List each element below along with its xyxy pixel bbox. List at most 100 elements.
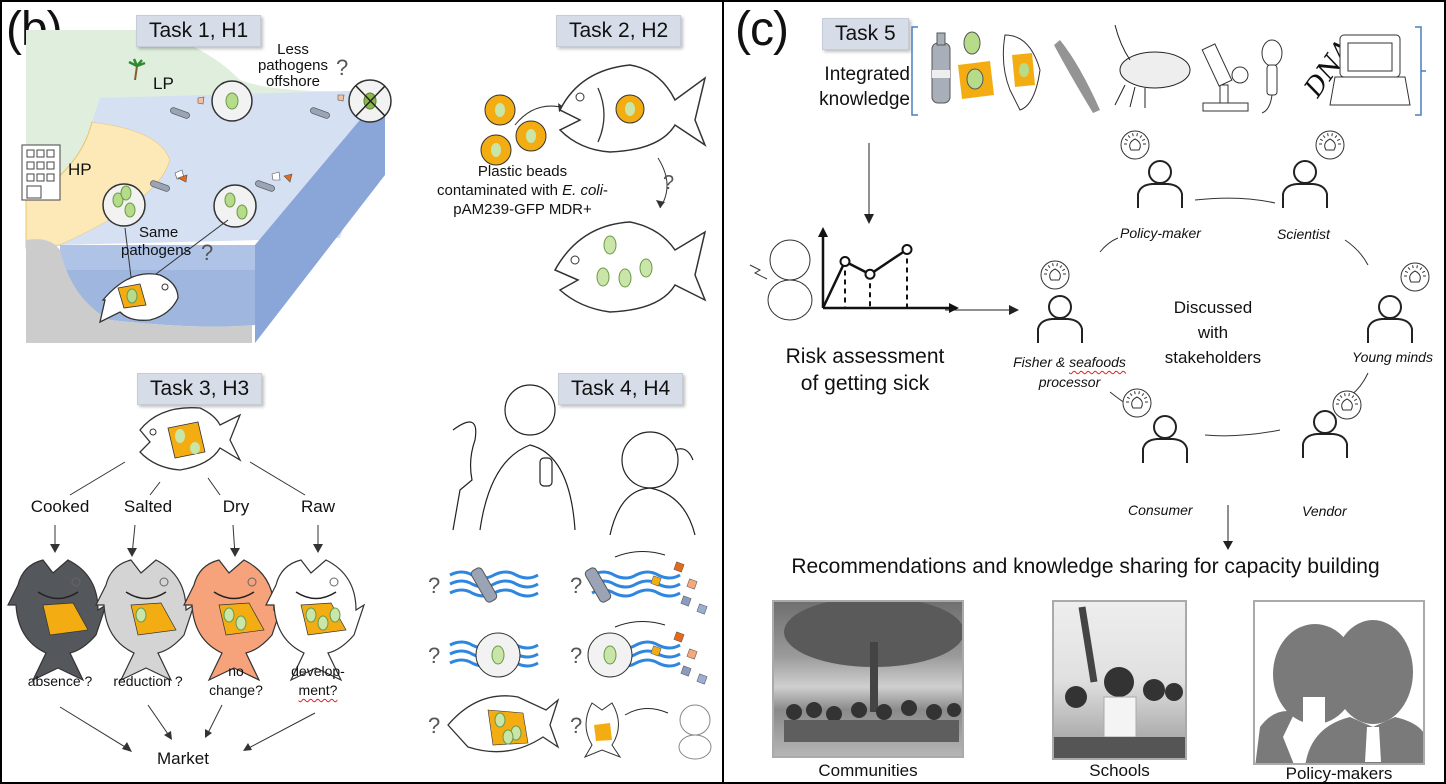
role-label-fisher: Fisher & seafoods processor: [1013, 354, 1126, 390]
role-label-vendor: Vendor: [1302, 503, 1347, 519]
bottle-icon: [931, 32, 951, 104]
task-3-title: Task 3, H3: [137, 373, 263, 405]
microphone-icon: [1261, 39, 1283, 114]
stakeholder-young-minds-icon: [1367, 262, 1430, 343]
contaminated-bead-icon: [480, 94, 547, 166]
microplastic-fragment: [650, 575, 662, 587]
role-label-policy-maker: Policy-maker: [1120, 225, 1201, 241]
risk-chart-point: [839, 256, 851, 267]
pathogen-circle-nearshore-left: [102, 183, 146, 227]
same-pathogens-arrows: [124, 219, 229, 281]
high-pollution-label: HP: [68, 160, 92, 179]
bracket-right: [1415, 26, 1426, 116]
hypothesis-waves-bottle-fragments: ?: [570, 551, 708, 615]
ingestion-arrow: [514, 105, 566, 126]
question-mark: ?: [428, 643, 440, 668]
fish-ingestion-illustration: [480, 64, 707, 313]
risk-chart-point: [901, 244, 913, 255]
communities-photo: [772, 600, 964, 758]
question-mark-transfer: ?: [663, 172, 675, 194]
bacteria-icon: [603, 645, 617, 665]
stakeholder-consumer-icon: [1122, 388, 1188, 463]
connector-vendor-consumer: [1204, 429, 1281, 437]
pathogen-circle-nearshore-top: [211, 80, 253, 122]
panel-c-flow-arrows: [864, 143, 1233, 550]
question-mark: ?: [570, 643, 582, 668]
integrated-knowledge-label: Integrated knowledge: [819, 64, 910, 110]
microplastic-fragment: [673, 631, 685, 643]
risk-assessment-caption: Risk assessment of getting sick: [785, 345, 945, 395]
question-mark-same-pathogens: ?: [201, 240, 214, 265]
sick-person-icon: [679, 704, 711, 736]
offshore-note: Less pathogens offshore: [257, 41, 329, 90]
pathogen-circle-offshore-crossed: [348, 79, 392, 123]
bacteria-icon: [491, 645, 505, 665]
question-mark: ?: [428, 573, 440, 598]
role-label-young-minds: Young minds: [1352, 349, 1433, 365]
microplastic-fragment: [680, 595, 692, 607]
fish-with-microplastic-icon: [99, 273, 179, 324]
processed-fish-dry: [183, 559, 284, 682]
laptop-icon: [1329, 34, 1411, 106]
microplastic-fragment: [686, 578, 698, 590]
plastic-bottle-icon: [150, 107, 330, 192]
fish-outline-top: [558, 64, 707, 153]
policy-makers-silhouette: [1253, 600, 1425, 765]
sea-side-face: [255, 90, 385, 343]
role-label-consumer: Consumer: [1128, 502, 1193, 518]
bottle-icon: [470, 567, 498, 603]
microplastic-fragments: [174, 94, 345, 183]
task-5-title: Task 5: [822, 18, 909, 50]
role-label-scientist: Scientist: [1277, 226, 1330, 242]
microplastic-fragment: [696, 673, 708, 685]
hypothesis-waves-bacteria: ?: [428, 632, 539, 678]
question-mark: ?: [570, 573, 582, 598]
hypothesis-waves-bacteria-fragments: ?: [570, 621, 708, 685]
pathogen-circle-midshore: [213, 184, 257, 228]
down-arrows: [54, 524, 319, 556]
audience-label-policy-makers: Policy-makers: [1285, 764, 1393, 783]
bacteria-icon: [135, 607, 147, 623]
task-2-caption: Plastic beads contaminated with E. coli-…: [437, 163, 608, 218]
recommendations-heading: Recommendations and knowledge sharing fo…: [791, 555, 1380, 578]
bacteria-icon: [235, 615, 247, 631]
panel-c-label: (c): [735, 3, 789, 56]
stakeholder-vendor-icon: [1302, 390, 1362, 458]
outcome-label-raw: develop-ment?: [291, 663, 345, 698]
interview-sketch-illustration: ??????: [428, 384, 712, 760]
stakeholder-fisher-icon: [1037, 260, 1083, 343]
hypothesis-waves-bottle: ?: [428, 567, 539, 603]
outcome-label-salted: reduction ?: [113, 673, 183, 689]
stakeholders-center-text: Discussed with stakeholders: [1164, 298, 1262, 367]
risk-assessment-illustration: [749, 227, 959, 321]
coastal-scene-illustration: [21, 30, 392, 343]
treatment-label-salted: Salted: [123, 497, 173, 516]
bacteria-icon: [223, 607, 235, 623]
fish-outline-infected: [553, 221, 707, 313]
stakeholder-scientist-icon: [1282, 130, 1345, 208]
processed-fish-raw: [265, 559, 366, 682]
treatment-label-cooked: Cooked: [30, 497, 90, 516]
microscope-icon: [1201, 43, 1249, 112]
risk-chart-point: [864, 268, 876, 280]
risk-chart-line: [821, 248, 908, 309]
knowledge-icons-strip: DNA: [911, 24, 1426, 116]
bracket-left: [911, 26, 918, 116]
risk-chart-icon: [818, 227, 959, 313]
stakeholder-policy-maker-icon: [1120, 130, 1183, 208]
audience-label-communities: Communities: [818, 761, 918, 780]
outcome-label-cooked: absence ?: [27, 673, 93, 689]
microplastic-fragment: [686, 648, 698, 660]
fish-icon: [1002, 34, 1041, 111]
task-1-title: Task 1, H1: [136, 15, 262, 47]
audience-label-schools: Schools: [1089, 761, 1150, 780]
question-mark: ?: [570, 713, 582, 738]
low-pollution-label: LP: [153, 74, 174, 93]
same-pathogens-line1: Same: [139, 224, 179, 241]
palm-tree-icon: [128, 58, 146, 81]
market-arrows: [59, 704, 316, 751]
task-2-title: Task 2, H2: [556, 15, 682, 47]
seabed-rock: [26, 239, 252, 343]
task-4-title: Task 4, H4: [558, 373, 684, 405]
connector-policy-scientist: [1194, 197, 1276, 204]
